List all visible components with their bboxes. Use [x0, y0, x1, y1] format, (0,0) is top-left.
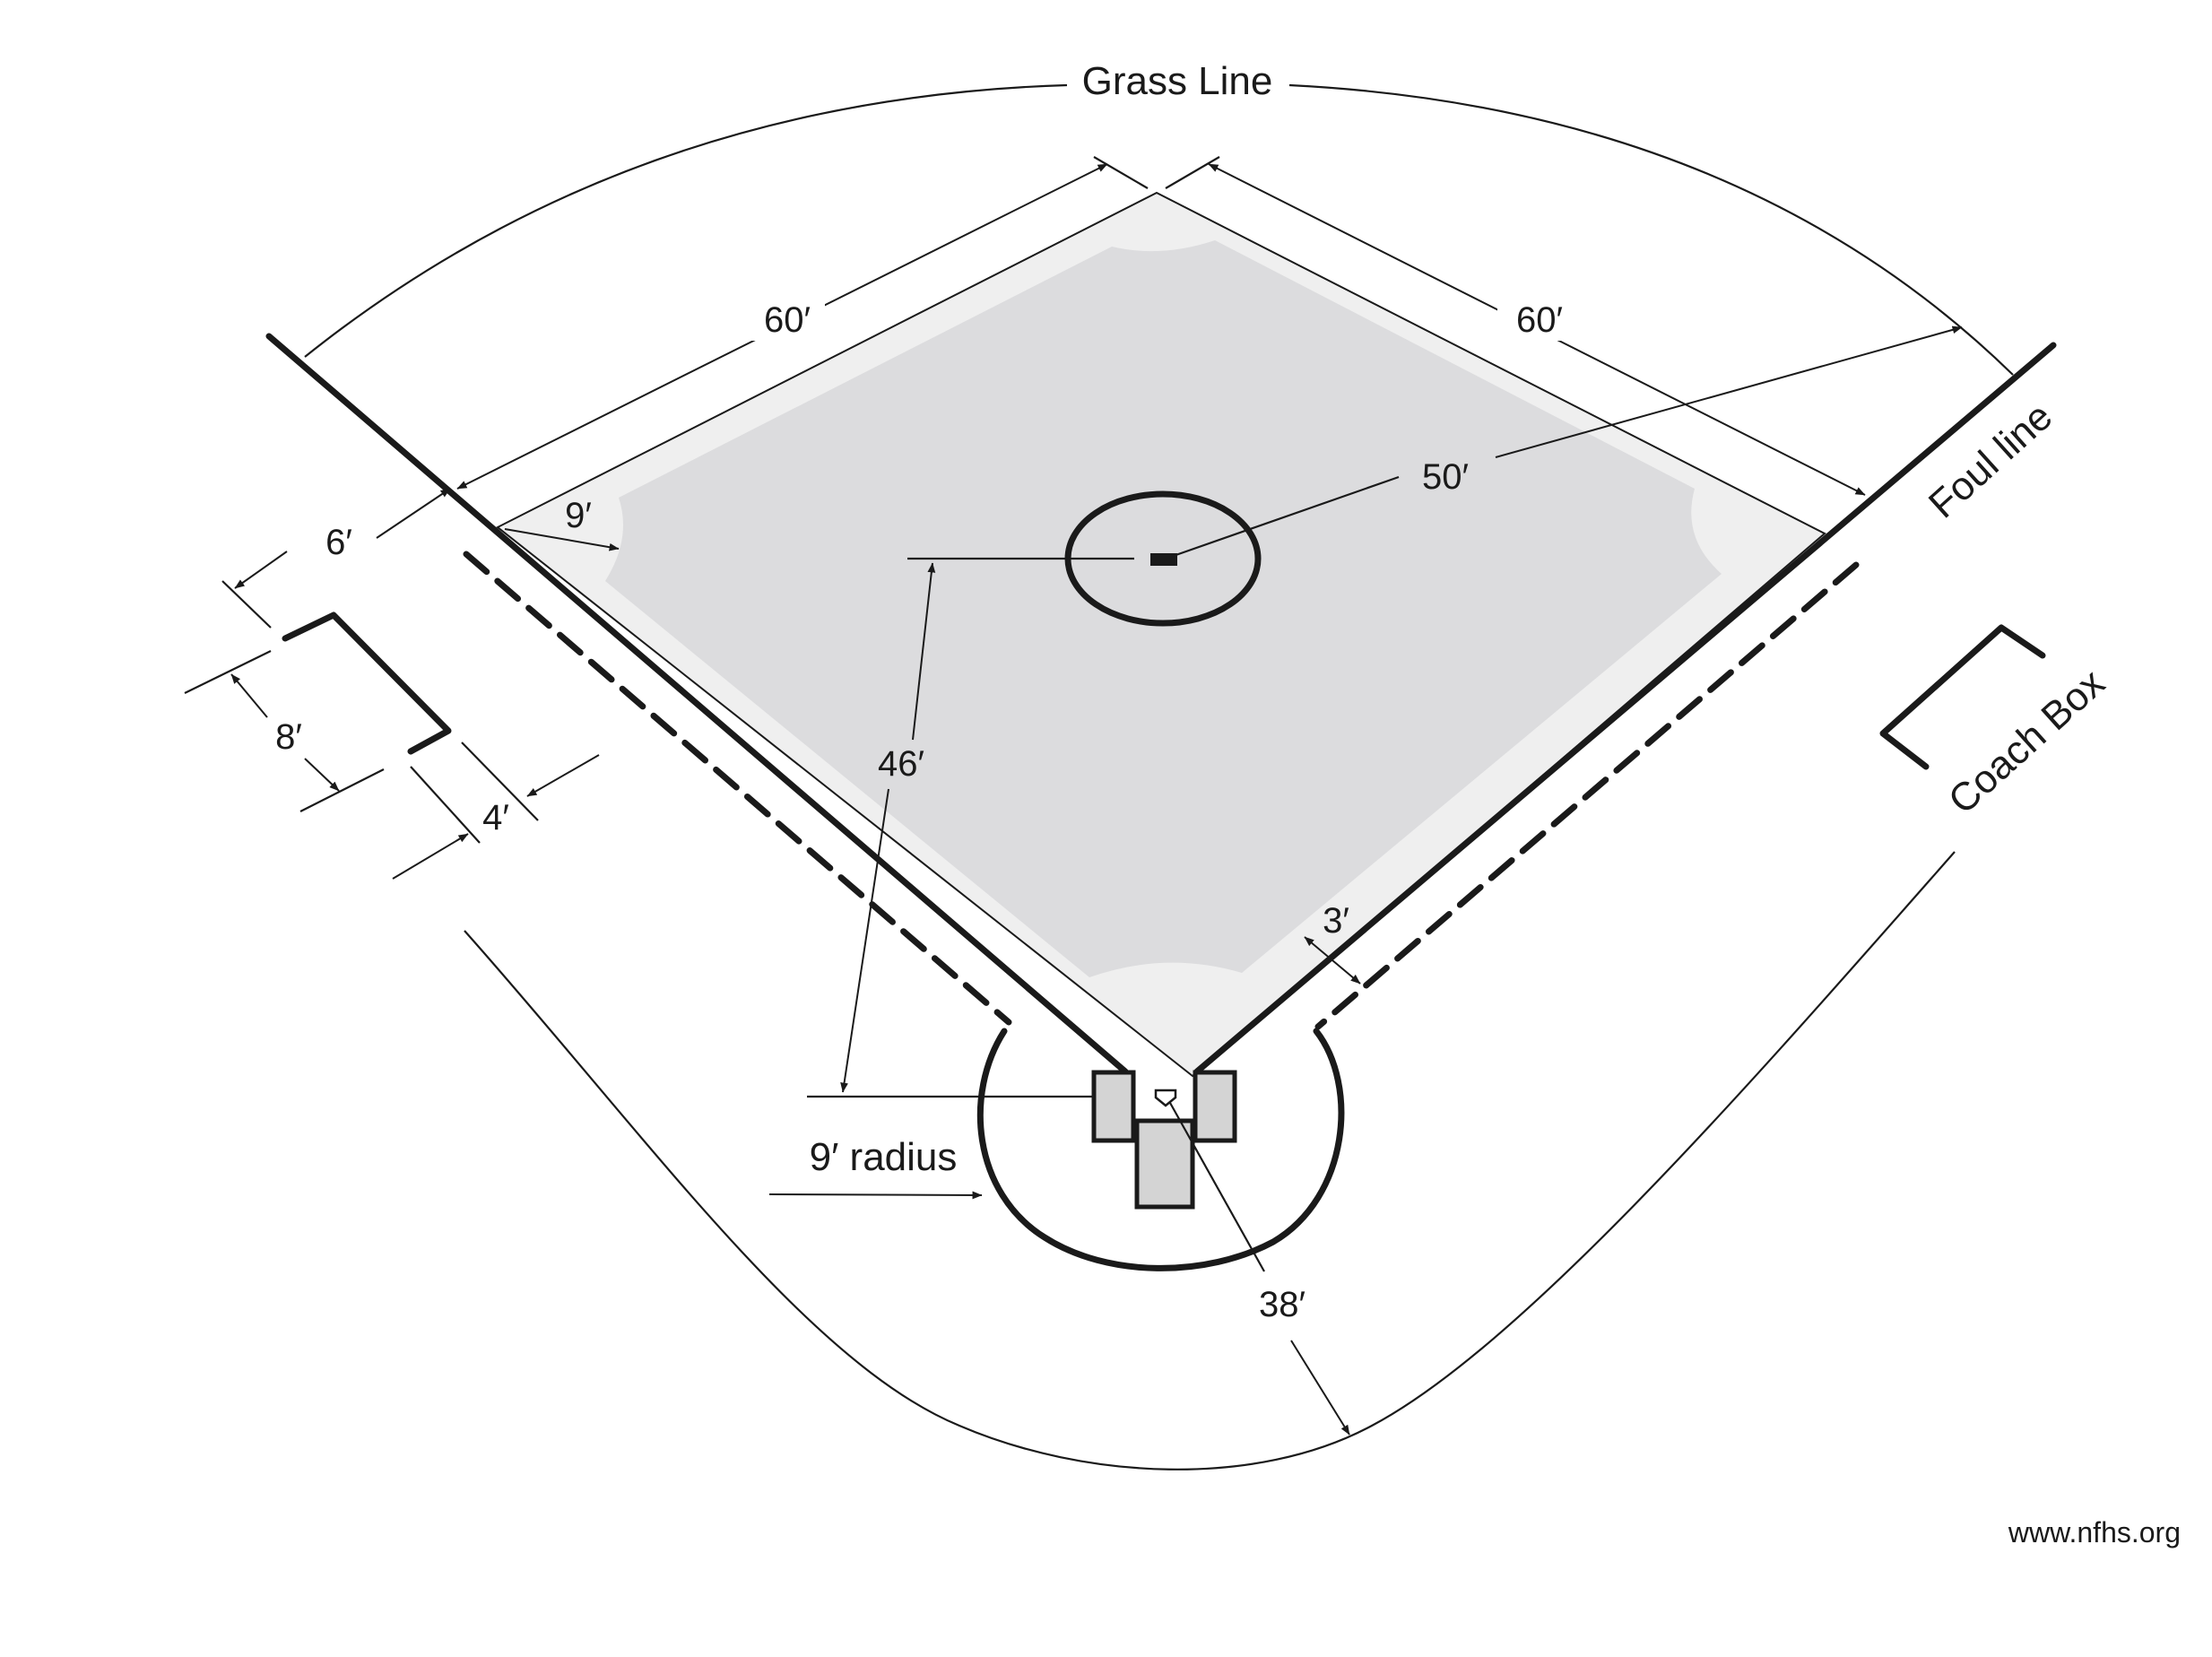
coach-box-right: [1879, 624, 2046, 770]
coach-box-left-tick-a: [184, 650, 272, 694]
website-label: www.nfhs.org: [2008, 1516, 2181, 1549]
dim-3-arrow: [1304, 936, 1361, 985]
dim-46-label: 46′: [878, 744, 924, 784]
dim-8-arrow-b: [304, 758, 340, 792]
home-plate: [1154, 1089, 1177, 1107]
backstop-arc: [464, 851, 1956, 1470]
grass-line-label: Grass Line: [1082, 59, 1273, 103]
dim-60-right-label: 60′: [1516, 300, 1563, 340]
dim-8-label: 8′: [275, 717, 302, 757]
dim-50-label: 50′: [1422, 457, 1469, 497]
dim-8-arrow-a: [230, 673, 268, 718]
dim-60-left-label: 60′: [764, 300, 811, 340]
coach-box-left-tick-b: [299, 768, 385, 812]
coach-box-left: [282, 612, 452, 755]
home-plate-circle: [976, 1028, 1345, 1271]
coach-box-label: Coach Box: [1940, 661, 2113, 822]
catchers-box: [1134, 1118, 1195, 1210]
dim-50-arrow: [1495, 325, 1963, 458]
dim-46-arrow-bottom: [840, 788, 889, 1093]
top-tick-right: [1165, 156, 1220, 189]
dim-4-arrow-a: [526, 754, 600, 797]
dim-50: [1165, 475, 1400, 560]
dim-6-arrow-b: [234, 551, 288, 589]
dim-3-label: 3′: [1323, 901, 1349, 941]
dim-4-label: 4′: [482, 798, 509, 837]
dim-4-tick-b: [461, 742, 539, 821]
foul-line-left: [265, 333, 1129, 1075]
dim-4-tick-a: [410, 766, 481, 844]
infield-dirt: [605, 240, 1722, 977]
dim-38-label: 38′: [1259, 1285, 1306, 1324]
dim-9-radius-arrow: [768, 1191, 983, 1200]
dim-38-line: [1169, 1102, 1265, 1272]
dim-4-arrow-b: [392, 833, 469, 880]
dim-9-radius-label: 9′ radius: [810, 1135, 958, 1179]
dashed-line-left: [463, 551, 1012, 1026]
dashed-line-right: [1314, 561, 1860, 1030]
dim-6-arrow-a: [376, 488, 451, 539]
grass-line-arc-left: [304, 83, 1068, 358]
dim-46-arrow-top: [912, 562, 936, 741]
dim-38-arrow: [1290, 1340, 1350, 1436]
dim-6-tick: [221, 580, 272, 629]
top-tick-left: [1093, 156, 1149, 189]
batters-box-left: [1091, 1070, 1136, 1143]
dim-6-label: 6′: [325, 523, 352, 562]
dim-9-arrow: [504, 528, 620, 551]
foul-line-label: Foul line: [1921, 395, 2060, 527]
dim-9-label: 9′: [565, 496, 592, 535]
batters-box-right: [1193, 1070, 1237, 1143]
